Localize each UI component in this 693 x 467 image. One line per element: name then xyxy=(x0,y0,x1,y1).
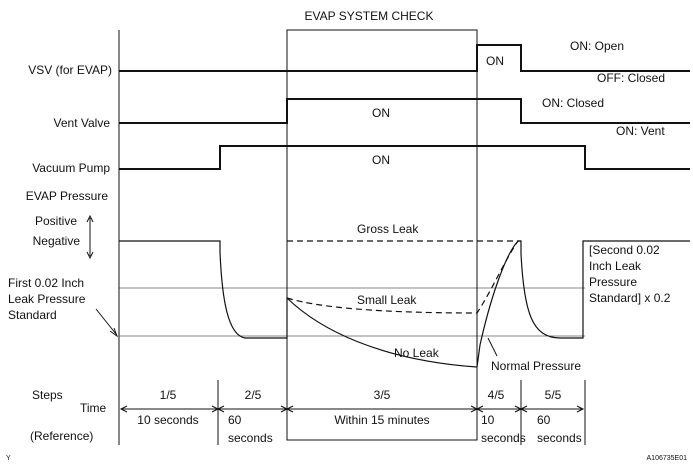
pressure-curve-main xyxy=(119,240,690,368)
small-leak-curve xyxy=(286,240,519,314)
vent-closed-label: ON: Closed xyxy=(542,96,604,110)
vacuum-pump-label: Vacuum Pump xyxy=(32,161,110,175)
positive-negative-arrow xyxy=(86,214,94,260)
pressure-curves xyxy=(119,240,690,368)
second-standard-line1: [Second 0.02 xyxy=(589,243,660,257)
vsv-label: VSV (for EVAP) xyxy=(28,63,112,77)
gross-leak-label: Gross Leak xyxy=(357,222,419,236)
vent-on-text: ON xyxy=(372,106,390,120)
corner-right-code: A106735E01 xyxy=(647,455,688,462)
time-step-1: 10 seconds xyxy=(137,413,198,427)
diagram-title: EVAP SYSTEM CHECK xyxy=(305,9,434,23)
step-4: 4/5 xyxy=(488,388,505,402)
vsv-on-text: ON xyxy=(486,54,504,68)
time-arrows xyxy=(119,405,585,413)
vsv-open-label: ON: Open xyxy=(570,39,624,53)
step-1: 1/5 xyxy=(160,388,177,402)
vent-valve-signal: Vent Valve ON ON: Closed ON: Vent xyxy=(54,96,690,138)
vacuum-pump-signal: Vacuum Pump ON xyxy=(32,145,690,175)
vacuum-on-text: ON xyxy=(372,153,390,167)
step-2: 2/5 xyxy=(245,388,262,402)
corner-left-code: Y xyxy=(6,455,11,462)
vent-vent-label: ON: Vent xyxy=(616,124,665,138)
frame-lines xyxy=(118,29,586,445)
first-standard-line1: First 0.02 Inch xyxy=(8,276,84,290)
time-step-4-line2: seconds xyxy=(481,431,526,445)
time-step-2-line2: seconds xyxy=(228,431,273,445)
time-step-5-line1: 60 xyxy=(537,413,551,427)
second-standard-line4: Standard] x 0.2 xyxy=(589,291,671,305)
vsv-signal: VSV (for EVAP) ON ON: Open OFF: Closed xyxy=(28,39,690,85)
vent-valve-label: Vent Valve xyxy=(54,116,111,130)
vsv-closed-label: OFF: Closed xyxy=(597,71,665,85)
second-standard-line2: Inch Leak xyxy=(589,259,642,273)
positive-label: Positive xyxy=(35,214,77,228)
pressure-reference-lines xyxy=(119,287,585,337)
first-standard-line2: Leak Pressure xyxy=(8,292,86,306)
second-standard-line3: Pressure xyxy=(589,275,637,289)
step-3: 3/5 xyxy=(374,388,391,402)
normal-pressure-pointer xyxy=(487,337,498,357)
first-standard-label: First 0.02 Inch Leak Pressure Standard xyxy=(8,276,86,322)
small-leak-label: Small Leak xyxy=(357,293,417,307)
normal-pressure-label: Normal Pressure xyxy=(491,359,581,373)
first-standard-line3: Standard xyxy=(8,308,57,322)
time-step-3: Within 15 minutes xyxy=(334,413,429,427)
time-step-5-line2: seconds xyxy=(537,431,582,445)
step-5: 5/5 xyxy=(545,388,562,402)
no-leak-label: No Leak xyxy=(394,346,440,360)
steps-label: Steps xyxy=(32,388,63,402)
negative-label: Negative xyxy=(33,234,81,248)
time-step-2-line1: 60 xyxy=(228,413,242,427)
time-step-4-line1: 10 xyxy=(481,413,495,427)
time-label: Time xyxy=(80,401,107,415)
evap-pressure-label: EVAP Pressure xyxy=(26,189,109,203)
second-standard-label: [Second 0.02 Inch Leak Pressure Standard… xyxy=(589,243,671,305)
reference-label: (Reference) xyxy=(30,429,93,443)
first-standard-pointer xyxy=(95,308,119,338)
